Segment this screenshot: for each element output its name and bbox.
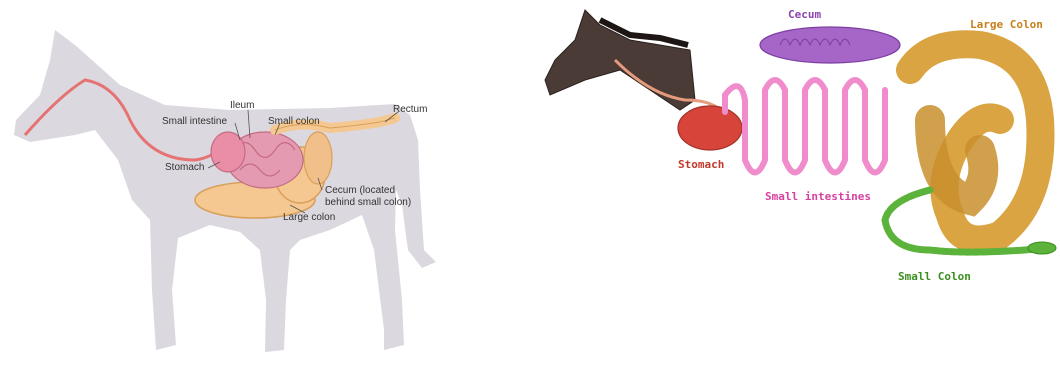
stomach [678,106,742,150]
label-large-colon: Large Colon [970,18,1043,31]
label-large-colon: Large colon [283,212,335,223]
cecum [304,132,332,184]
label-rectum: Rectum [393,104,427,115]
stomach [211,132,245,172]
label-stomach: Stomach [678,158,724,171]
right-diagram: Cecum Large Colon Stomach Small intestin… [530,0,1060,373]
label-cecum: Cecum [788,8,821,21]
digestive-tract-illustration [530,0,1060,373]
label-stomach: Stomach [165,162,204,173]
label-ileum: Ileum [230,100,254,111]
left-diagram: Ileum Small intestine Small colon Rectum… [0,0,530,373]
label-small-intestines: Small intestines [765,190,871,203]
label-cecum-line1: Cecum (located [325,185,395,196]
horse-head [545,10,695,110]
label-small-colon: Small Colon [898,270,971,283]
label-cecum-line2: behind small colon) [325,197,411,208]
rectum [1028,242,1056,254]
horse-silhouette-diagram [0,0,530,373]
small-intestines [725,80,885,173]
label-small-intestine: Small intestine [162,116,227,127]
label-small-colon: Small colon [268,116,320,127]
